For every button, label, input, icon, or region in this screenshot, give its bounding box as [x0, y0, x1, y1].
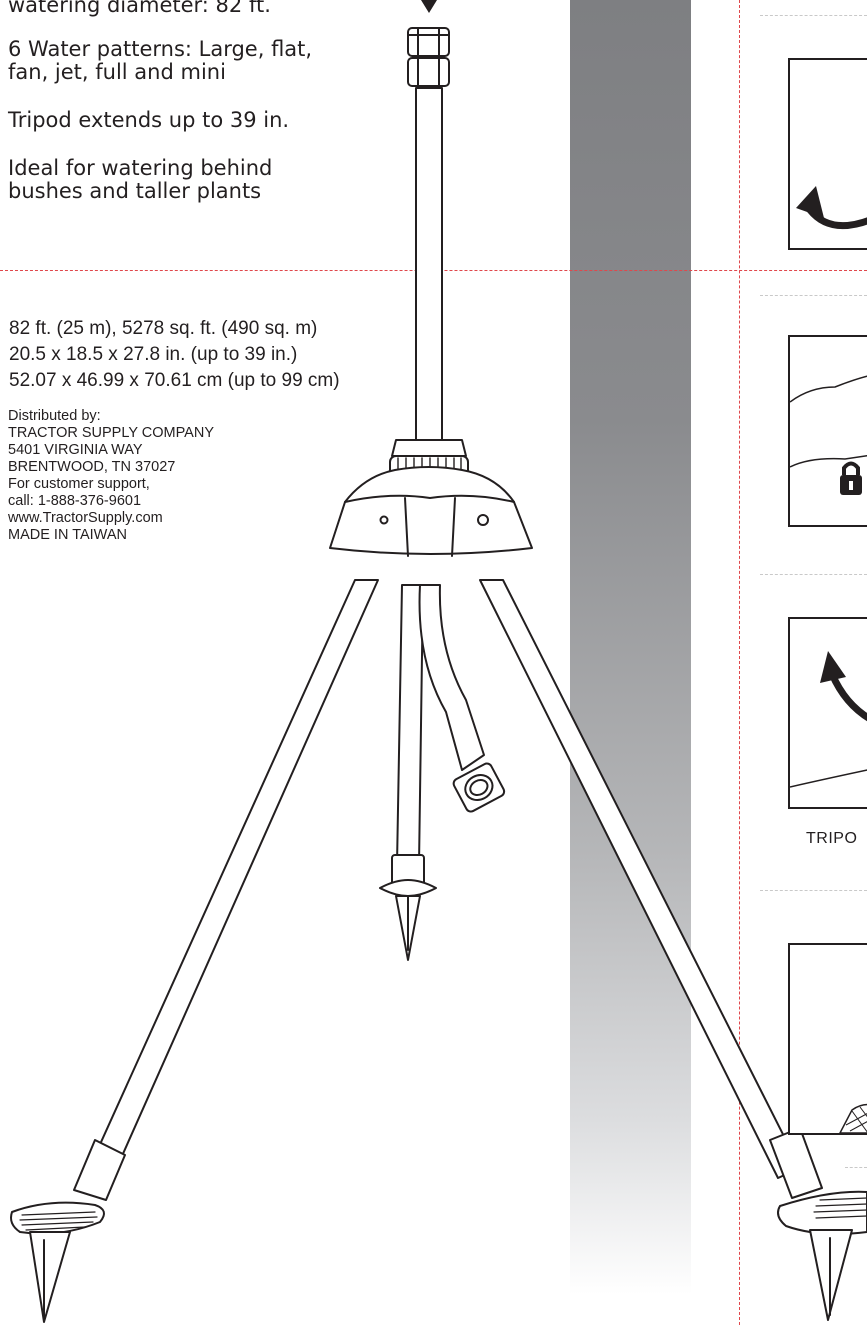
instruction-panel-1 — [788, 58, 867, 250]
distributor-website: www.TractorSupply.com — [8, 510, 163, 526]
instruction-panel-4 — [788, 943, 867, 1135]
fold-line-4 — [760, 890, 867, 891]
distributor-phone: call: 1-888-376-9601 — [8, 493, 142, 509]
feature-diameter: watering diameter: 82 ft. — [8, 0, 271, 17]
feature-ideal-line1: Ideal for watering behind — [8, 156, 273, 180]
gray-band — [570, 0, 691, 1295]
fold-line-3 — [760, 574, 867, 575]
mesh-icon — [839, 1103, 867, 1133]
instruction-panel-2 — [788, 335, 867, 527]
feature-tripod-extends: Tripod extends up to 39 in. — [8, 108, 290, 132]
distributor-city: BRENTWOOD, TN 37027 — [8, 459, 176, 475]
instruction-panel-3 — [788, 617, 867, 809]
distributor-support: For customer support, — [8, 476, 150, 492]
distributor-company: TRACTOR SUPPLY COMPANY — [8, 425, 214, 441]
feature-patterns-line1: 6 Water patterns: Large, flat, — [8, 37, 313, 61]
fold-line-5 — [845, 1167, 867, 1168]
feature-ideal-line2: bushes and taller plants — [8, 179, 262, 203]
distributor-line: Distributed by: — [8, 408, 101, 424]
rotate-arrow-icon — [796, 186, 867, 230]
lock-icon — [790, 375, 867, 495]
distributor-origin: MADE IN TAIWAN — [8, 527, 127, 543]
spec-dimensions-cm: 52.07 x 46.99 x 70.61 cm (up to 99 cm) — [9, 370, 340, 391]
up-arrow-icon — [790, 651, 867, 788]
vertical-cut-line — [739, 0, 740, 1325]
fold-line-2 — [760, 295, 867, 296]
spec-dimensions-in: 20.5 x 18.5 x 27.8 in. (up to 39 in.) — [9, 344, 298, 365]
spec-coverage: 82 ft. (25 m), 5278 sq. ft. (490 sq. m) — [9, 318, 318, 339]
distributor-street: 5401 VIRGINIA WAY — [8, 442, 143, 458]
feature-patterns-line2: fan, jet, full and mini — [8, 60, 226, 84]
tripod-caption: TRIPO — [806, 830, 858, 847]
fold-line-1 — [760, 15, 867, 16]
